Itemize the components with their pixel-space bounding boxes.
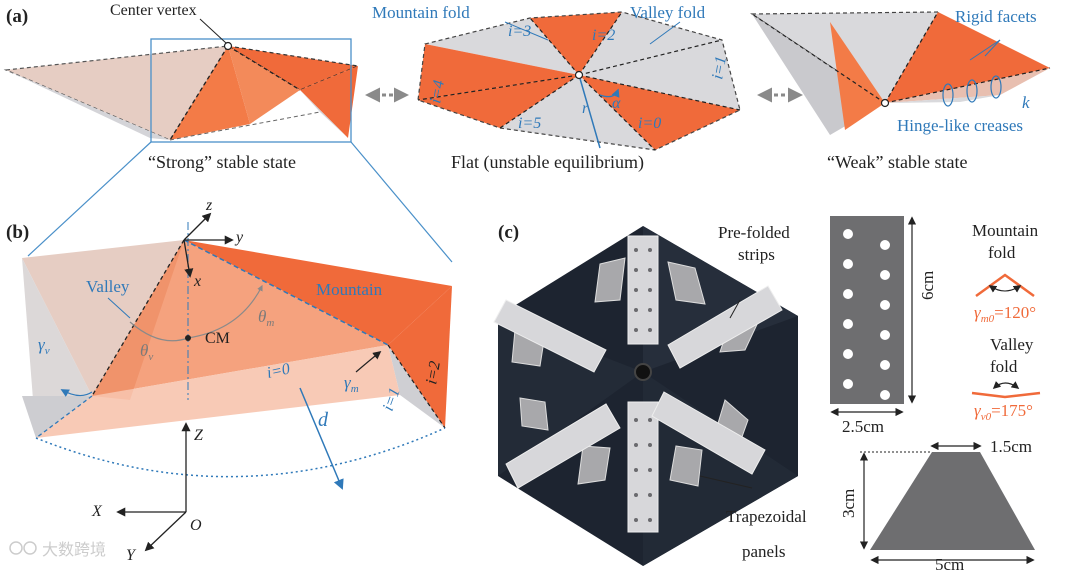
valley-fold-title-2: fold (990, 357, 1018, 376)
caption-flat: Flat (unstable equilibrium) (451, 152, 644, 173)
trapezoidal-label-1: Trapezoidal (726, 507, 807, 526)
trap-top-label: 1.5cm (990, 437, 1032, 456)
panel-a-tag: (a) (6, 6, 28, 27)
facet-label-a-4: i=4 (427, 79, 448, 105)
k-label: k (1022, 93, 1030, 112)
panel-a: (a) Center vertex (3, 2, 1051, 173)
mountain-fold-label: Mountain fold (372, 3, 470, 22)
prefolded-label-1: Pre-folded (718, 223, 790, 242)
alpha-label: α (612, 95, 621, 112)
mountain-fold-title-2: fold (988, 243, 1016, 262)
watermark: 大数跨境 (9, 540, 106, 559)
prototype-photo (493, 226, 798, 566)
rigid-facets-label: Rigid facets (955, 7, 1037, 26)
facet-label-b-1: i=1 (380, 386, 404, 414)
axis-Y-global: Y (126, 547, 137, 564)
panel-c: (c) (493, 216, 1041, 571)
strong-state-origami (3, 38, 361, 143)
strip-height-label: 6cm (918, 271, 937, 300)
axis-y-local: y (234, 229, 244, 246)
theta-m-label: θm (258, 307, 274, 329)
axis-z-local: z (205, 197, 213, 214)
valley-fold-title-1: Valley (990, 335, 1034, 354)
hinge-creases-label: Hinge-like creases (897, 116, 1023, 135)
gamma-v-label: γv (38, 335, 50, 357)
origin-O: O (190, 517, 202, 534)
axis-Z-global: Z (194, 427, 204, 444)
trap-height-label: 3cm (839, 489, 858, 518)
mountain-label: Mountain (316, 280, 383, 299)
center-vertex-marker (223, 41, 233, 51)
strip-width-label: 2.5cm (842, 417, 884, 436)
trapezoid-schematic (859, 441, 1035, 565)
facet-label-a-3: i=3 (508, 23, 531, 40)
gamma-m-label: γm (344, 373, 359, 395)
mountain-angle-label: γm0=120° (974, 303, 1036, 325)
center-vertex-label: Center vertex (110, 2, 197, 19)
mountain-fold-icon (975, 273, 1035, 298)
strip-schematic (830, 216, 917, 417)
weak-state-origami (750, 11, 1051, 135)
valley-fold-label: Valley fold (630, 3, 706, 22)
facet-label-a-0: i=0 (638, 115, 661, 132)
panel-b-tag: (b) (6, 222, 29, 243)
flat-state-origami (417, 11, 741, 151)
prefolded-label-2: strips (738, 245, 775, 264)
valley-label: Valley (86, 277, 130, 296)
watermark-text: 大数跨境 (42, 540, 106, 559)
facet-label-a-1: i=1 (709, 55, 730, 81)
r-label: r (582, 100, 589, 117)
facet-label-b-0: i=0 (265, 360, 291, 381)
facet-label-b-2: i=2 (423, 360, 444, 386)
panel-c-tag: (c) (498, 222, 519, 243)
facet-label-a-5: i=5 (518, 115, 541, 132)
valley-angle-label: γv0=175° (974, 401, 1033, 423)
caption-strong: “Strong” stable state (148, 152, 296, 172)
axis-X-global: X (91, 503, 103, 520)
panel-b: (b) z y x Z X Y O Va (6, 197, 452, 564)
valley-fold-icon (971, 381, 1041, 399)
mountain-fold-title-1: Mountain (972, 221, 1039, 240)
zoom-box (150, 38, 352, 143)
axis-x-local: x (193, 273, 201, 290)
theta-v-label: θv (140, 341, 153, 363)
caption-weak: “Weak” stable state (827, 152, 967, 172)
facet-label-a-2: i=2 (592, 27, 615, 44)
trapezoidal-label-2: panels (742, 542, 785, 561)
trap-bottom-label: 5cm (935, 555, 964, 571)
cm-label: CM (205, 330, 230, 347)
d-label: d (318, 409, 329, 431)
